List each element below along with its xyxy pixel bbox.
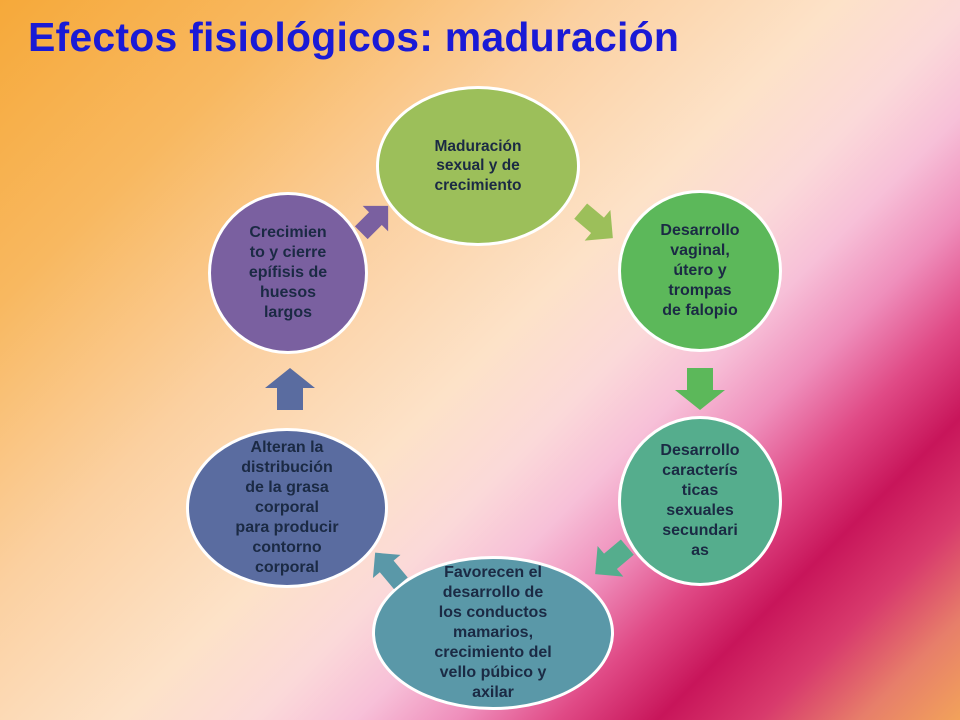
arrow-node2-to-node3-icon <box>675 368 725 410</box>
cycle-node-bone-growth: Crecimien to y cierre epífisis de huesos… <box>208 192 368 354</box>
cycle-node-vaginal-development-label: Desarrollo vaginal, útero y trompas de f… <box>660 222 740 319</box>
arrow-node6-to-node1-icon <box>354 205 389 240</box>
arrow-node4-to-node5-icon <box>372 552 408 590</box>
cycle-node-bone-growth-label: Crecimien to y cierre epífisis de huesos… <box>248 224 328 321</box>
arrow-node1-to-node2-icon <box>574 203 613 241</box>
cycle-node-vaginal-development: Desarrollo vaginal, útero y trompas de f… <box>618 190 782 352</box>
cycle-node-mammary-development: Favorecen el desarrollo de los conductos… <box>372 556 614 710</box>
cycle-node-mammary-development-label: Favorecen el desarrollo de los conductos… <box>434 564 552 701</box>
cycle-node-sexual-maturation: Maduración sexual y de crecimiento <box>376 86 580 246</box>
cycle-node-secondary-sex-characteristics-label: Desarrollo caracterís ticas sexuales sec… <box>660 442 740 559</box>
arrow-node5-to-node6-icon <box>265 368 315 410</box>
cycle-node-secondary-sex-characteristics: Desarrollo caracterís ticas sexuales sec… <box>618 416 782 586</box>
cycle-node-fat-distribution-label: Alteran la distribución de la grasa corp… <box>235 439 339 576</box>
cycle-node-fat-distribution: Alteran la distribución de la grasa corp… <box>186 428 388 588</box>
cycle-node-sexual-maturation-label: Maduración sexual y de crecimiento <box>434 137 522 194</box>
slide-title: Efectos fisiológicos: maduración <box>28 14 680 60</box>
arrow-node3-to-node4-icon <box>595 539 634 577</box>
